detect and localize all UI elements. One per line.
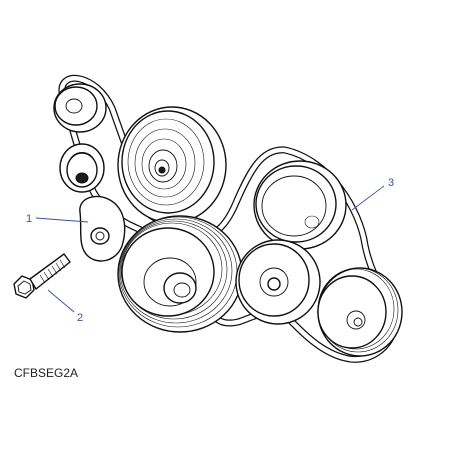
- tensioner-bracket: [79, 195, 126, 262]
- crankshaft-pulley: [117, 215, 243, 333]
- tensioner-pulley: [59, 143, 105, 193]
- water-pump-pulley: [317, 267, 403, 357]
- leader-line-3: [351, 185, 385, 211]
- idler-pulley-upper: [53, 83, 107, 133]
- callout-1: 1: [26, 213, 32, 225]
- idler-pulley-lower: [235, 239, 321, 325]
- callout-2: 2: [77, 312, 83, 324]
- callout-3: 3: [388, 177, 394, 189]
- leader-line-2: [47, 289, 75, 313]
- illustration-code: CFBSEG2A: [14, 366, 78, 380]
- alternator-pulley: [253, 160, 347, 250]
- bolt: [13, 253, 71, 299]
- upper-large-pulley: [117, 106, 227, 224]
- leader-line-1: [35, 217, 89, 223]
